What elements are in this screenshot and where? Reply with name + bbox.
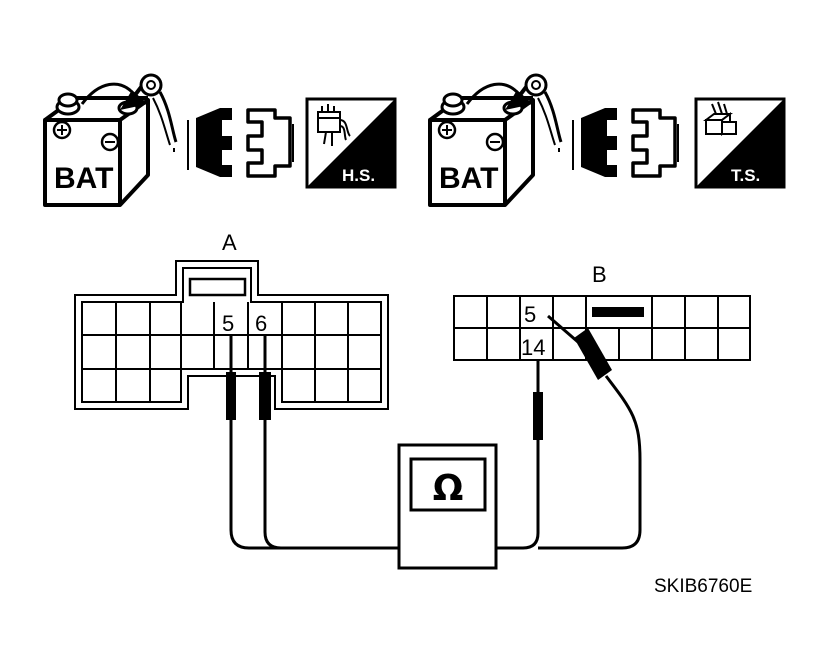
connector-a-terminal-6: 6 [255,311,267,336]
connector-b: 5 14 [453,295,751,361]
figure-code: SKIB6760E [654,576,752,597]
badge-label-ts: T.S. [731,166,760,185]
battery-label-right: BAT [439,162,498,195]
ohmmeter-icon: Ω [397,443,498,570]
connector-b-label: B [592,262,607,287]
harness-side-badge-icon: H.S. [305,97,397,189]
connector-a-label: A [222,230,237,255]
connector-b-terminal-5: 5 [524,302,536,327]
terminal-side-badge-icon: T.S. [694,97,786,189]
disconnect-connector-icon-right [571,106,680,179]
test-leads [226,314,642,550]
badge-label-hs: H.S. [342,166,375,185]
connector-a-terminal-5: 5 [222,311,234,336]
connector-b-terminal-14: 14 [521,335,545,360]
disconnect-arrow-icon-right [465,73,563,152]
battery-icon-left: BAT [43,92,150,207]
ohm-symbol: Ω [433,468,464,509]
disconnect-connector-icon-left [186,106,295,179]
disconnect-arrow-icon-left [80,73,178,152]
battery-label-left: BAT [54,162,113,195]
battery-icon-right: BAT [428,92,535,207]
